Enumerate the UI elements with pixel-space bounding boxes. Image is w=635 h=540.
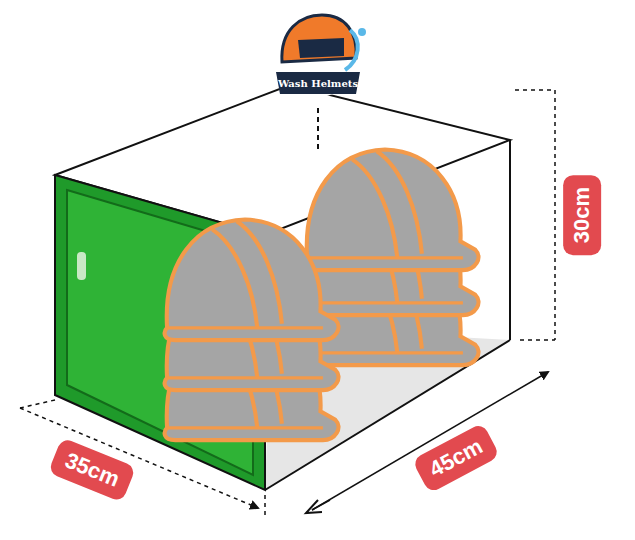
dimension-label: 45cm — [412, 422, 501, 493]
dimension-label: 35cm — [48, 437, 137, 502]
dimension-label: 30cm — [563, 175, 601, 255]
logo-text: Wash Helmets — [278, 78, 358, 89]
